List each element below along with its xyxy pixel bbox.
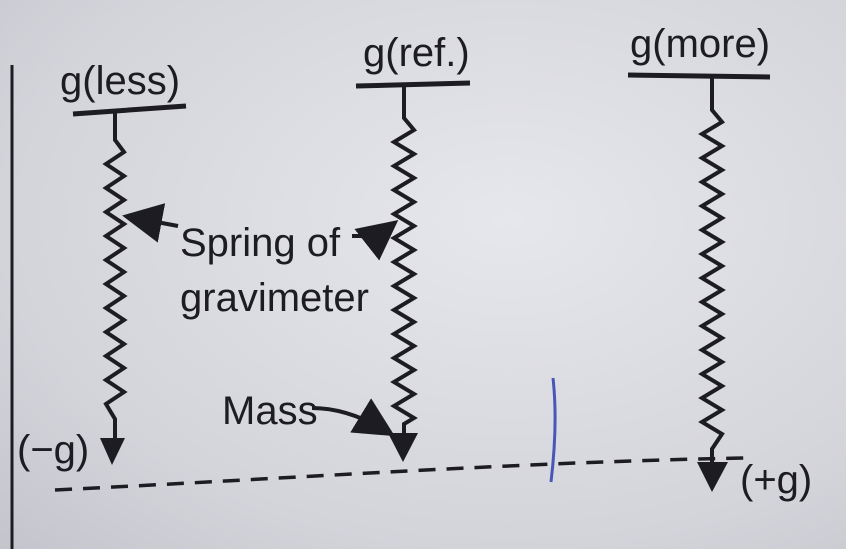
spring-g-less bbox=[102, 112, 128, 440]
label-gravimeter: gravimeter bbox=[180, 276, 369, 320]
spring-g-ref bbox=[390, 85, 418, 435]
mass-g-less bbox=[100, 438, 125, 465]
bar-g-more bbox=[627, 72, 771, 80]
label-g-more: g(more) bbox=[630, 22, 770, 66]
mass-pointer-arrow bbox=[311, 398, 395, 437]
reference-dashed-line bbox=[54, 456, 746, 492]
label-g-less: g(less) bbox=[60, 59, 180, 103]
label-plus-g: (+g) bbox=[740, 458, 812, 502]
label-g-ref: g(ref.) bbox=[363, 31, 470, 75]
mass-g-more bbox=[697, 462, 728, 492]
label-mass: Mass bbox=[222, 389, 318, 433]
bar-g-ref bbox=[355, 80, 471, 89]
spring-pointer-arrow-left bbox=[122, 203, 179, 243]
pen-mark bbox=[549, 377, 557, 483]
label-spring-of: Spring of bbox=[180, 221, 341, 265]
mass-g-ref bbox=[388, 433, 418, 462]
bar-g-less bbox=[72, 103, 187, 117]
label-minus-g: (−g) bbox=[17, 428, 89, 472]
spring-pointer-arrow-right bbox=[352, 220, 399, 261]
spring-g-more bbox=[698, 76, 726, 464]
